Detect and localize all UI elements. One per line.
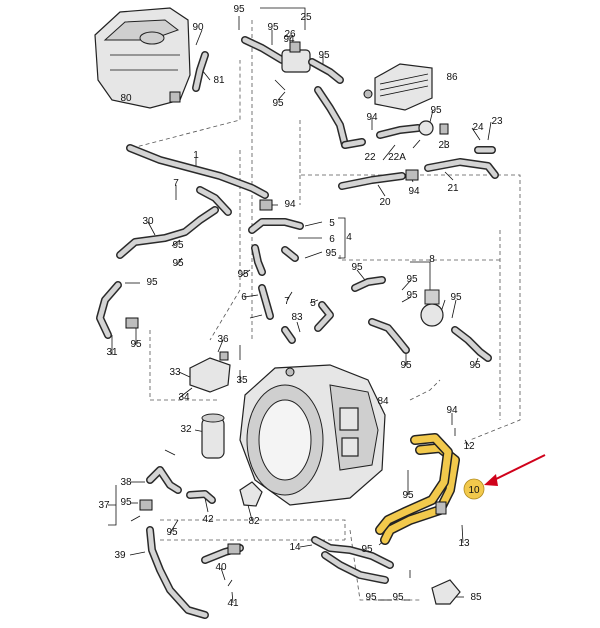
part-label-80: 80 xyxy=(120,93,132,104)
part-label-4: 4 xyxy=(346,232,352,243)
part-label-38: 38 xyxy=(120,477,132,488)
part-label-41: 41 xyxy=(227,598,239,609)
part-label-95: 95 xyxy=(172,258,184,269)
part-label-95: 95 xyxy=(365,592,377,603)
part-label-13: 13 xyxy=(458,538,470,549)
part-label-85: 85 xyxy=(470,592,482,603)
part-label-86: 86 xyxy=(446,72,458,83)
expansion-tank-part xyxy=(94,7,191,109)
part-label-95: 95 xyxy=(172,240,184,251)
part-label-39: 39 xyxy=(114,550,126,561)
part-label-95: 95 xyxy=(361,544,373,555)
part-label-5: 5 xyxy=(329,218,335,229)
part-label-81: 81 xyxy=(213,75,225,86)
hose-31-part xyxy=(96,281,139,339)
part-label-31: 31 xyxy=(106,347,118,358)
t-piece-assembly-part xyxy=(241,36,366,149)
leader-lines xyxy=(108,7,492,604)
part-label-30: 30 xyxy=(142,216,154,227)
part-label-35: 35 xyxy=(236,375,248,386)
hose-1-part xyxy=(126,144,269,199)
pointer-arrow xyxy=(484,454,546,486)
part-label-95: 95 xyxy=(325,248,337,259)
part-label-95: 95 xyxy=(392,592,404,603)
part-label-22a: 22A xyxy=(388,152,406,163)
part-label-22: 22 xyxy=(364,152,376,163)
part-label-94: 94 xyxy=(284,199,296,210)
part-label-7: 7 xyxy=(173,178,179,189)
part-label-23: 23 xyxy=(438,140,450,151)
pump-group-part xyxy=(189,351,231,459)
valve-group-8-part xyxy=(351,276,492,362)
part-label-95: 95 xyxy=(233,4,245,15)
part-label-83: 83 xyxy=(291,312,303,323)
part-label-6: 6 xyxy=(329,234,335,245)
part-label-94: 94 xyxy=(446,405,458,416)
part-label-95: 95 xyxy=(272,98,284,109)
lower-hoses-part xyxy=(139,466,263,619)
part-label-94: 94 xyxy=(366,112,378,123)
part-label-34: 34 xyxy=(178,392,190,403)
part-label-95: 95 xyxy=(469,360,481,371)
part-label-33: 33 xyxy=(169,367,181,378)
part-label-95: 95 xyxy=(166,527,178,538)
hose-4-5-6-part xyxy=(248,218,334,332)
part-label-95: 95 xyxy=(406,274,418,285)
hose-20-21-part xyxy=(338,158,499,190)
part-label-20: 20 xyxy=(379,197,391,208)
part-label-95: 95 xyxy=(120,497,132,508)
part-label-24: 24 xyxy=(472,122,484,133)
part-label-95: 95 xyxy=(400,360,412,371)
part-label-42: 42 xyxy=(202,514,214,525)
part-label-32: 32 xyxy=(180,424,192,435)
hose-7-part xyxy=(196,186,273,216)
motor-housing-part xyxy=(239,364,386,506)
part-label-6: 6 xyxy=(241,292,247,303)
part-label-95: 95 xyxy=(430,105,442,116)
highlighted-hose-10-part xyxy=(375,433,460,545)
part-label-90: 90 xyxy=(192,22,204,33)
part-label-95: 95 xyxy=(402,490,414,501)
part-label-1: 1 xyxy=(193,150,199,161)
part-label-40: 40 xyxy=(215,562,227,573)
callout-10-label: 10 xyxy=(468,485,480,496)
part-label-82: 82 xyxy=(248,516,260,527)
part-label-95: 95 xyxy=(351,262,363,273)
part-label-95: 95 xyxy=(237,269,249,280)
part-label-95: 95 xyxy=(406,290,418,301)
part-label-95: 95 xyxy=(318,50,330,61)
part-label-25: 25 xyxy=(300,12,312,23)
part-label-14: 14 xyxy=(289,542,301,553)
highlight-callout-10: 10 xyxy=(463,478,485,500)
part-label-23: 23 xyxy=(491,116,503,127)
part-label-94: 94 xyxy=(283,34,295,45)
part-label-84: 84 xyxy=(377,396,389,407)
part-label-37: 37 xyxy=(98,500,110,511)
hose-81-part xyxy=(192,51,209,92)
part-label-95: 95 xyxy=(130,339,142,350)
hose-14-part xyxy=(311,536,394,584)
part-label-21: 21 xyxy=(447,183,459,194)
part-label-94: 94 xyxy=(408,186,420,197)
part-label-8: 8 xyxy=(429,254,435,265)
part-label-36: 36 xyxy=(217,334,229,345)
part-label-95: 95 xyxy=(146,277,158,288)
part-label-5: 5 xyxy=(310,298,316,309)
hose-30-part xyxy=(116,206,219,259)
dashed-grouping-lines xyxy=(131,20,521,601)
bracket-85-part xyxy=(431,579,461,605)
connector-22-part xyxy=(376,120,496,154)
heat-exchanger-part xyxy=(363,63,433,111)
part-label-95: 95 xyxy=(450,292,462,303)
hose-83-part xyxy=(281,326,296,344)
part-label-7: 7 xyxy=(284,296,290,307)
part-label-95: 95 xyxy=(267,22,279,33)
part-label-26: 26 xyxy=(284,29,296,40)
part-label-12: 12 xyxy=(463,441,475,452)
